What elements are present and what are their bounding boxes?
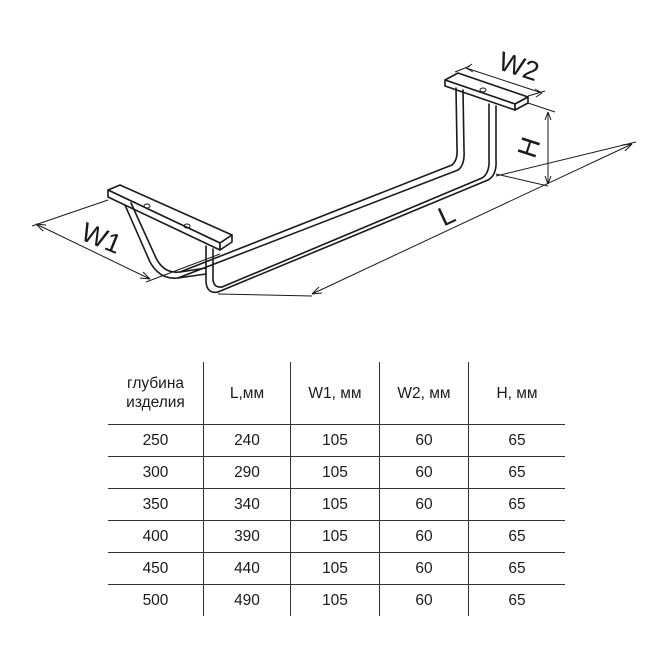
cell-w1: 105: [290, 520, 380, 553]
left-mounting-plate: [107, 184, 233, 251]
bracket-drawing: W1 W2 H L: [31, 46, 637, 297]
cell-h: 65: [468, 424, 565, 457]
screw-hole: [143, 203, 151, 209]
header-h: H, мм: [468, 362, 565, 425]
cell-depth: 300: [108, 456, 204, 489]
header-w2: W2, мм: [379, 362, 469, 425]
w2-label: W2: [495, 46, 543, 87]
l-label: L: [433, 199, 459, 233]
cell-h: 65: [468, 552, 565, 585]
table-row: 300 290 105 60 65: [108, 456, 565, 489]
cell-l: 240: [203, 424, 291, 457]
header-depth-line2: изделия: [126, 394, 185, 411]
header-depth: глубина изделия: [108, 362, 204, 425]
cell-h: 65: [468, 584, 565, 616]
screw-hole: [479, 87, 487, 93]
cell-w1: 105: [290, 456, 380, 489]
cell-w2: 60: [379, 520, 469, 553]
screw-hole: [183, 223, 191, 229]
cell-w1: 105: [290, 584, 380, 616]
dimensions-table: глубина изделия L,мм W1, мм W2, мм H, мм…: [108, 362, 565, 616]
table-row: 350 340 105 60 65: [108, 488, 565, 521]
cell-h: 65: [468, 456, 565, 489]
table-row: 500 490 105 60 65: [108, 584, 565, 616]
cell-w2: 60: [379, 424, 469, 457]
cell-depth: 450: [108, 552, 204, 585]
table-row: 400 390 105 60 65: [108, 520, 565, 553]
cell-depth: 350: [108, 488, 204, 521]
table-row: 250 240 105 60 65: [108, 424, 565, 457]
cell-w2: 60: [379, 584, 469, 616]
cell-h: 65: [468, 488, 565, 521]
right-mounting-plate: [444, 72, 529, 111]
cell-depth: 500: [142, 591, 169, 609]
h-label: H: [512, 134, 547, 162]
cell-w1: 105: [290, 424, 380, 457]
cell-l: 490: [203, 584, 291, 616]
cell-w1: 105: [290, 488, 380, 521]
cell-depth: 250: [108, 424, 204, 457]
cell-l: 390: [203, 520, 291, 553]
cell-l: 340: [203, 488, 291, 521]
cell-w1: 105: [290, 552, 380, 585]
w1-label: W1: [77, 217, 126, 260]
header-depth-line1: глубина: [127, 375, 184, 392]
cell-l: 290: [203, 456, 291, 489]
cell-depth: 400: [108, 520, 204, 553]
cell-l: 440: [203, 552, 291, 585]
table-header-row: глубина изделия L,мм W1, мм W2, мм H, мм: [108, 362, 565, 425]
header-w1: W1, мм: [290, 362, 380, 425]
cell-h: 65: [468, 520, 565, 553]
cell-w2: 60: [379, 488, 469, 521]
cell-w2: 60: [379, 552, 469, 585]
cell-w2: 60: [379, 456, 469, 489]
table-row: 450 440 105 60 65: [108, 552, 565, 585]
dimension-l: L: [217, 141, 637, 297]
header-l: L,мм: [203, 362, 291, 425]
wire-frame: [124, 87, 497, 294]
